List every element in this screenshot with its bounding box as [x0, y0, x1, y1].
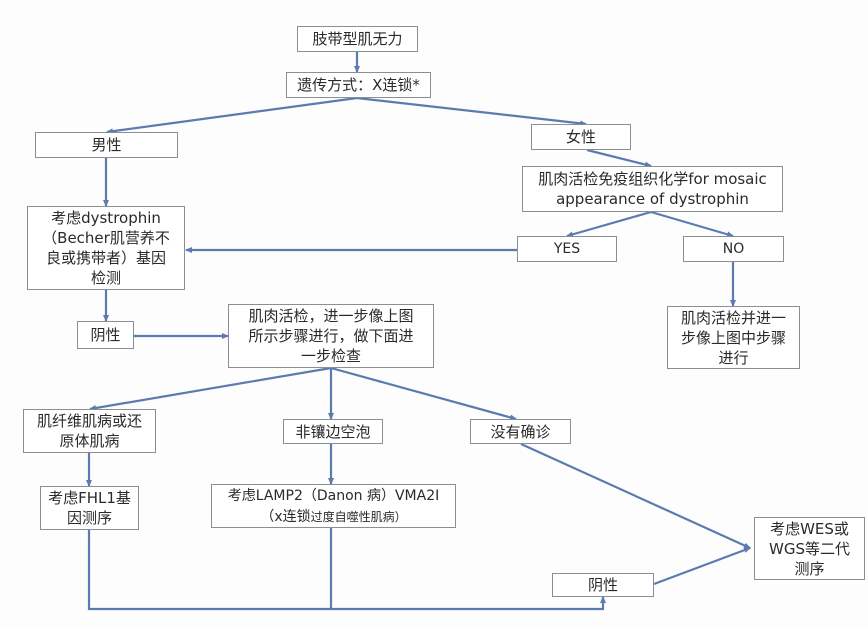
biopsy-no-line-1: 肌肉活检并进一	[680, 308, 786, 327]
biopsy-further-box: 肌肉活检，进一步像上图 所示步骤进行，做下面进 一步检查	[228, 304, 434, 368]
fhl1-line-2: 因测序	[66, 509, 112, 527]
ihc-line-2: appearance of dystrophin	[556, 190, 749, 208]
connector-fhl1-to-bottom	[87, 530, 331, 611]
lamp2-box: 考虑LAMP2（Danon 病）VMA2I （x连锁过度自噬性肌病）	[211, 484, 456, 528]
lamp2-line-2a: （x连锁	[260, 508, 311, 525]
male-text: 男性	[91, 136, 122, 154]
inheritance-text: 遗传方式：X连锁*	[297, 76, 420, 94]
negative-text-2: 阴性	[587, 576, 618, 594]
arrow-biopsy-to-myofibrillar	[89, 366, 332, 411]
wes-line-2: WGS等二代	[769, 539, 850, 558]
lamp2-line-1: 考虑LAMP2（Danon 病）VMA2I	[227, 487, 440, 504]
wes-box: 考虑WES或 WGS等二代 测序	[754, 517, 865, 580]
fhl1-line-1: 考虑FHL1基	[48, 489, 131, 507]
yes-box: YES	[517, 236, 617, 262]
no-diagnosis-box: 没有确诊	[470, 419, 571, 444]
biopsy-no-line-2: 步像上图中步骤	[680, 328, 786, 347]
title-text: 肢带型肌无力	[312, 30, 403, 48]
arrow-ihc-to-yes	[566, 210, 652, 238]
negative-box-1: 阴性	[77, 321, 134, 349]
biopsy-further-line-2: 所示步骤进行，做下面进	[248, 327, 414, 345]
biopsy-further-line-3: 一步检查	[300, 347, 361, 365]
lamp2-line-2: （x连锁过度自噬性肌病）	[260, 506, 406, 527]
arrow-ihc-to-no	[650, 210, 734, 238]
non-rimmed-box: 非镶边空泡	[283, 419, 383, 444]
dystrophin-line-2: （Becher肌营养不	[42, 229, 170, 247]
negative-box-2: 阴性	[552, 573, 654, 597]
dystrophin-line-3: 良或携带者）基因	[45, 249, 166, 267]
female-box: 女性	[531, 124, 631, 150]
no-text: NO	[722, 241, 745, 257]
no-box: NO	[683, 236, 784, 262]
arrow-female-to-ihc	[586, 148, 652, 168]
male-box: 男性	[35, 132, 178, 158]
ihc-line-1: 肌肉活检免疫组织化学for mosaic	[538, 170, 767, 188]
arrow-inheritance-to-female	[356, 96, 587, 127]
biopsy-no-box: 肌肉活检并进一 步像上图中步骤 进行	[667, 306, 800, 369]
ihc-box: 肌肉活检免疫组织化学for mosaic appearance of dystr…	[522, 166, 783, 212]
arrow-biopsy-to-nodiagnosis	[330, 366, 517, 421]
biopsy-further-line-1: 肌肉活检，进一步像上图	[248, 307, 414, 325]
wes-line-1: 考虑WES或	[770, 519, 849, 538]
dystrophin-line-1: 考虑dystrophin	[51, 209, 161, 227]
arrow-bottom-to-negative2	[331, 596, 606, 611]
lamp2-line-2b: 过度自噬性肌病）	[310, 509, 407, 524]
arrow-negative2-to-wes	[653, 546, 751, 586]
title-box: 肢带型肌无力	[297, 26, 418, 52]
dystrophin-line-4: 检测	[90, 269, 121, 287]
myofibrillar-line-1: 肌纤维肌病或还	[36, 412, 142, 430]
fhl1-box: 考虑FHL1基 因测序	[40, 486, 139, 530]
dystrophin-test-box: 考虑dystrophin （Becher肌营养不 良或携带者）基因 检测	[27, 206, 185, 290]
negative-text-1: 阴性	[90, 326, 121, 344]
no-diagnosis-text: 没有确诊	[490, 422, 551, 441]
arrow-nodiagnosis-to-wes	[520, 442, 751, 550]
arrow-inheritance-to-male	[106, 96, 358, 135]
wes-line-3: 测序	[794, 559, 825, 578]
female-text: 女性	[565, 128, 596, 146]
non-rimmed-text: 非镶边空泡	[295, 422, 371, 441]
inheritance-box: 遗传方式：X连锁*	[286, 72, 431, 98]
myofibrillar-line-2: 原体肌病	[59, 432, 120, 450]
yes-text: YES	[553, 241, 581, 257]
biopsy-no-line-3: 进行	[718, 348, 749, 367]
myofibrillar-box: 肌纤维肌病或还 原体肌病	[23, 409, 156, 453]
